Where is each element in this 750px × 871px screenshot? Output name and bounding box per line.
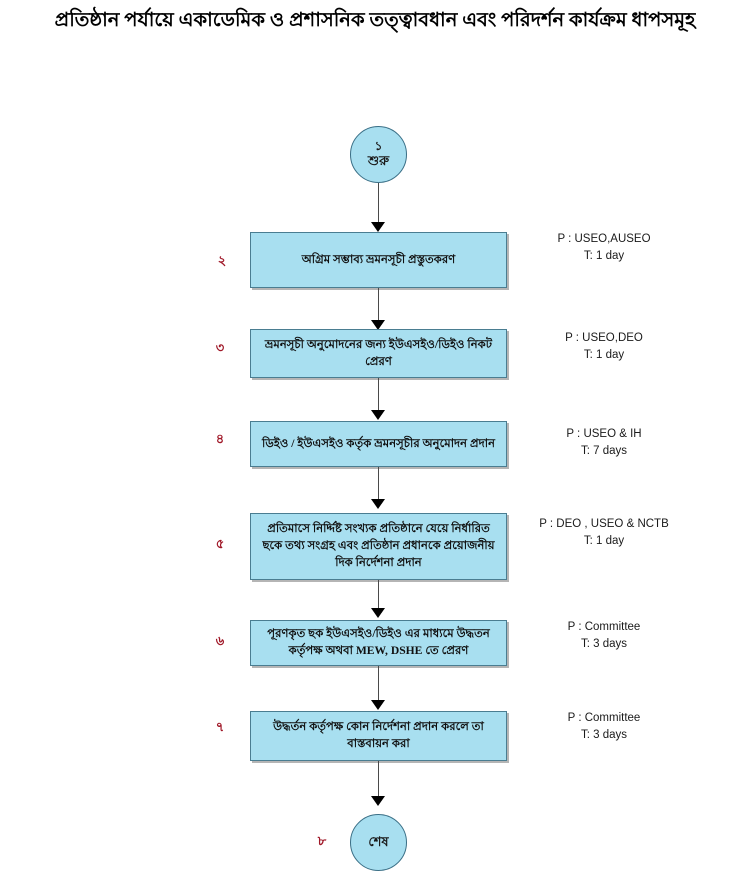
annotation-step-4: P : USEO & IH T: 7 days — [514, 426, 694, 459]
step-text-2: অগ্রিম সম্ভাব্য ভ্রমনসূচী প্রস্তুতকরণ — [301, 252, 456, 266]
annotation-person-3: P : USEO,DEO — [565, 332, 643, 344]
annotation-person-6: P : Committee — [567, 621, 641, 633]
step-box-5[interactable]: প্রতিমাসে নির্দ্দিষ্ট সংখ্যক প্রতিষ্ঠানে… — [250, 513, 507, 580]
connector-step-3-to-step-4 — [378, 378, 379, 414]
flow-start-label: শুরু — [367, 152, 390, 168]
arrowhead-step-6 — [371, 608, 385, 618]
annotation-step-2: P : USEO,AUSEO T: 1 day — [514, 231, 694, 264]
flow-start-node[interactable]: ১ শুরু — [350, 126, 407, 183]
step-text-5: প্রতিমাসে নির্দ্দিষ্ট সংখ্যক প্রতিষ্ঠানে… — [262, 522, 495, 569]
connector-step-2-to-step-3 — [378, 288, 379, 326]
step-text-6: পূরণকৃত ছক ইউএসইও/ডিইও এর মাধ্যমে উদ্ধতন… — [267, 627, 490, 657]
annotation-time-6: T: 3 days — [580, 637, 628, 650]
arrowhead-step-5 — [371, 499, 385, 509]
step-number-8: ৮ — [317, 833, 327, 848]
arrowhead-step-3 — [371, 320, 385, 330]
step-number-7: ৭ — [215, 719, 225, 734]
step-number-4: ৪ — [215, 431, 225, 446]
annotation-step-7: P : Committee T: 3 days — [514, 710, 694, 743]
step-number-2: ২ — [217, 253, 227, 268]
page-title: প্রতিষ্ঠান পর্যায়ে একাডেমিক ও প্রশাসনিক… — [54, 10, 696, 31]
annotation-step-3: P : USEO,DEO T: 1 day — [514, 330, 694, 363]
arrowhead-step-2 — [371, 222, 385, 232]
annotation-time-4: T: 7 days — [580, 444, 628, 457]
annotation-step-5: P : DEO , USEO & NCTB T: 1 day — [514, 516, 694, 549]
annotation-person-2: P : USEO,AUSEO — [557, 233, 651, 245]
connector-step-7-to-end — [378, 761, 379, 799]
connector-step-5-to-step-6 — [378, 580, 379, 612]
step-box-7[interactable]: উদ্ধর্তন কর্তৃপক্ষ কোন নির্দেশনা প্রদান … — [250, 711, 507, 761]
step-text-3: ভ্রমনসূচী অনুমোদনের জন্য ইউএসইও/ডিইও নিক… — [264, 337, 493, 368]
connector-step-6-to-step-7 — [378, 666, 379, 704]
step-text-7: উদ্ধর্তন কর্তৃপক্ষ কোন নির্দেশনা প্রদান … — [273, 720, 484, 750]
annotation-person-4: P : USEO & IH — [566, 428, 642, 440]
step-box-2[interactable]: অগ্রিম সম্ভাব্য ভ্রমনসূচী প্রস্তুতকরণ — [250, 232, 507, 288]
arrowhead-end — [371, 796, 385, 806]
step-number-6: ৬ — [215, 633, 225, 648]
flow-end-label: শেষ — [368, 834, 389, 850]
step-text-4: ডিইও / ইউএসইও কর্তৃক ভ্রমনসূচীর অনুমোদন … — [262, 436, 495, 450]
step-number-5: ৫ — [215, 536, 225, 551]
connector-start-to-step-2 — [378, 183, 379, 225]
annotation-person-7: P : Committee — [567, 712, 641, 724]
annotation-time-5: T: 1 day — [583, 534, 625, 547]
annotation-step-6: P : Committee T: 3 days — [514, 619, 694, 652]
arrowhead-step-4 — [371, 410, 385, 420]
flow-start-number: ১ — [374, 139, 383, 154]
step-number-3: ৩ — [215, 340, 225, 355]
step-box-4[interactable]: ডিইও / ইউএসইও কর্তৃক ভ্রমনসূচীর অনুমোদন … — [250, 421, 507, 467]
annotation-time-2: T: 1 day — [583, 249, 625, 262]
flow-end-node[interactable]: শেষ — [350, 814, 407, 871]
annotation-time-3: T: 1 day — [583, 348, 625, 361]
step-box-6[interactable]: পূরণকৃত ছক ইউএসইও/ডিইও এর মাধ্যমে উদ্ধতন… — [250, 620, 507, 666]
annotation-person-5: P : DEO , USEO & NCTB — [539, 518, 669, 530]
step-box-3[interactable]: ভ্রমনসূচী অনুমোদনের জন্য ইউএসইও/ডিইও নিক… — [250, 329, 507, 378]
arrowhead-step-7 — [371, 700, 385, 710]
connector-step-4-to-step-5 — [378, 467, 379, 503]
annotation-time-7: T: 3 days — [580, 728, 628, 741]
